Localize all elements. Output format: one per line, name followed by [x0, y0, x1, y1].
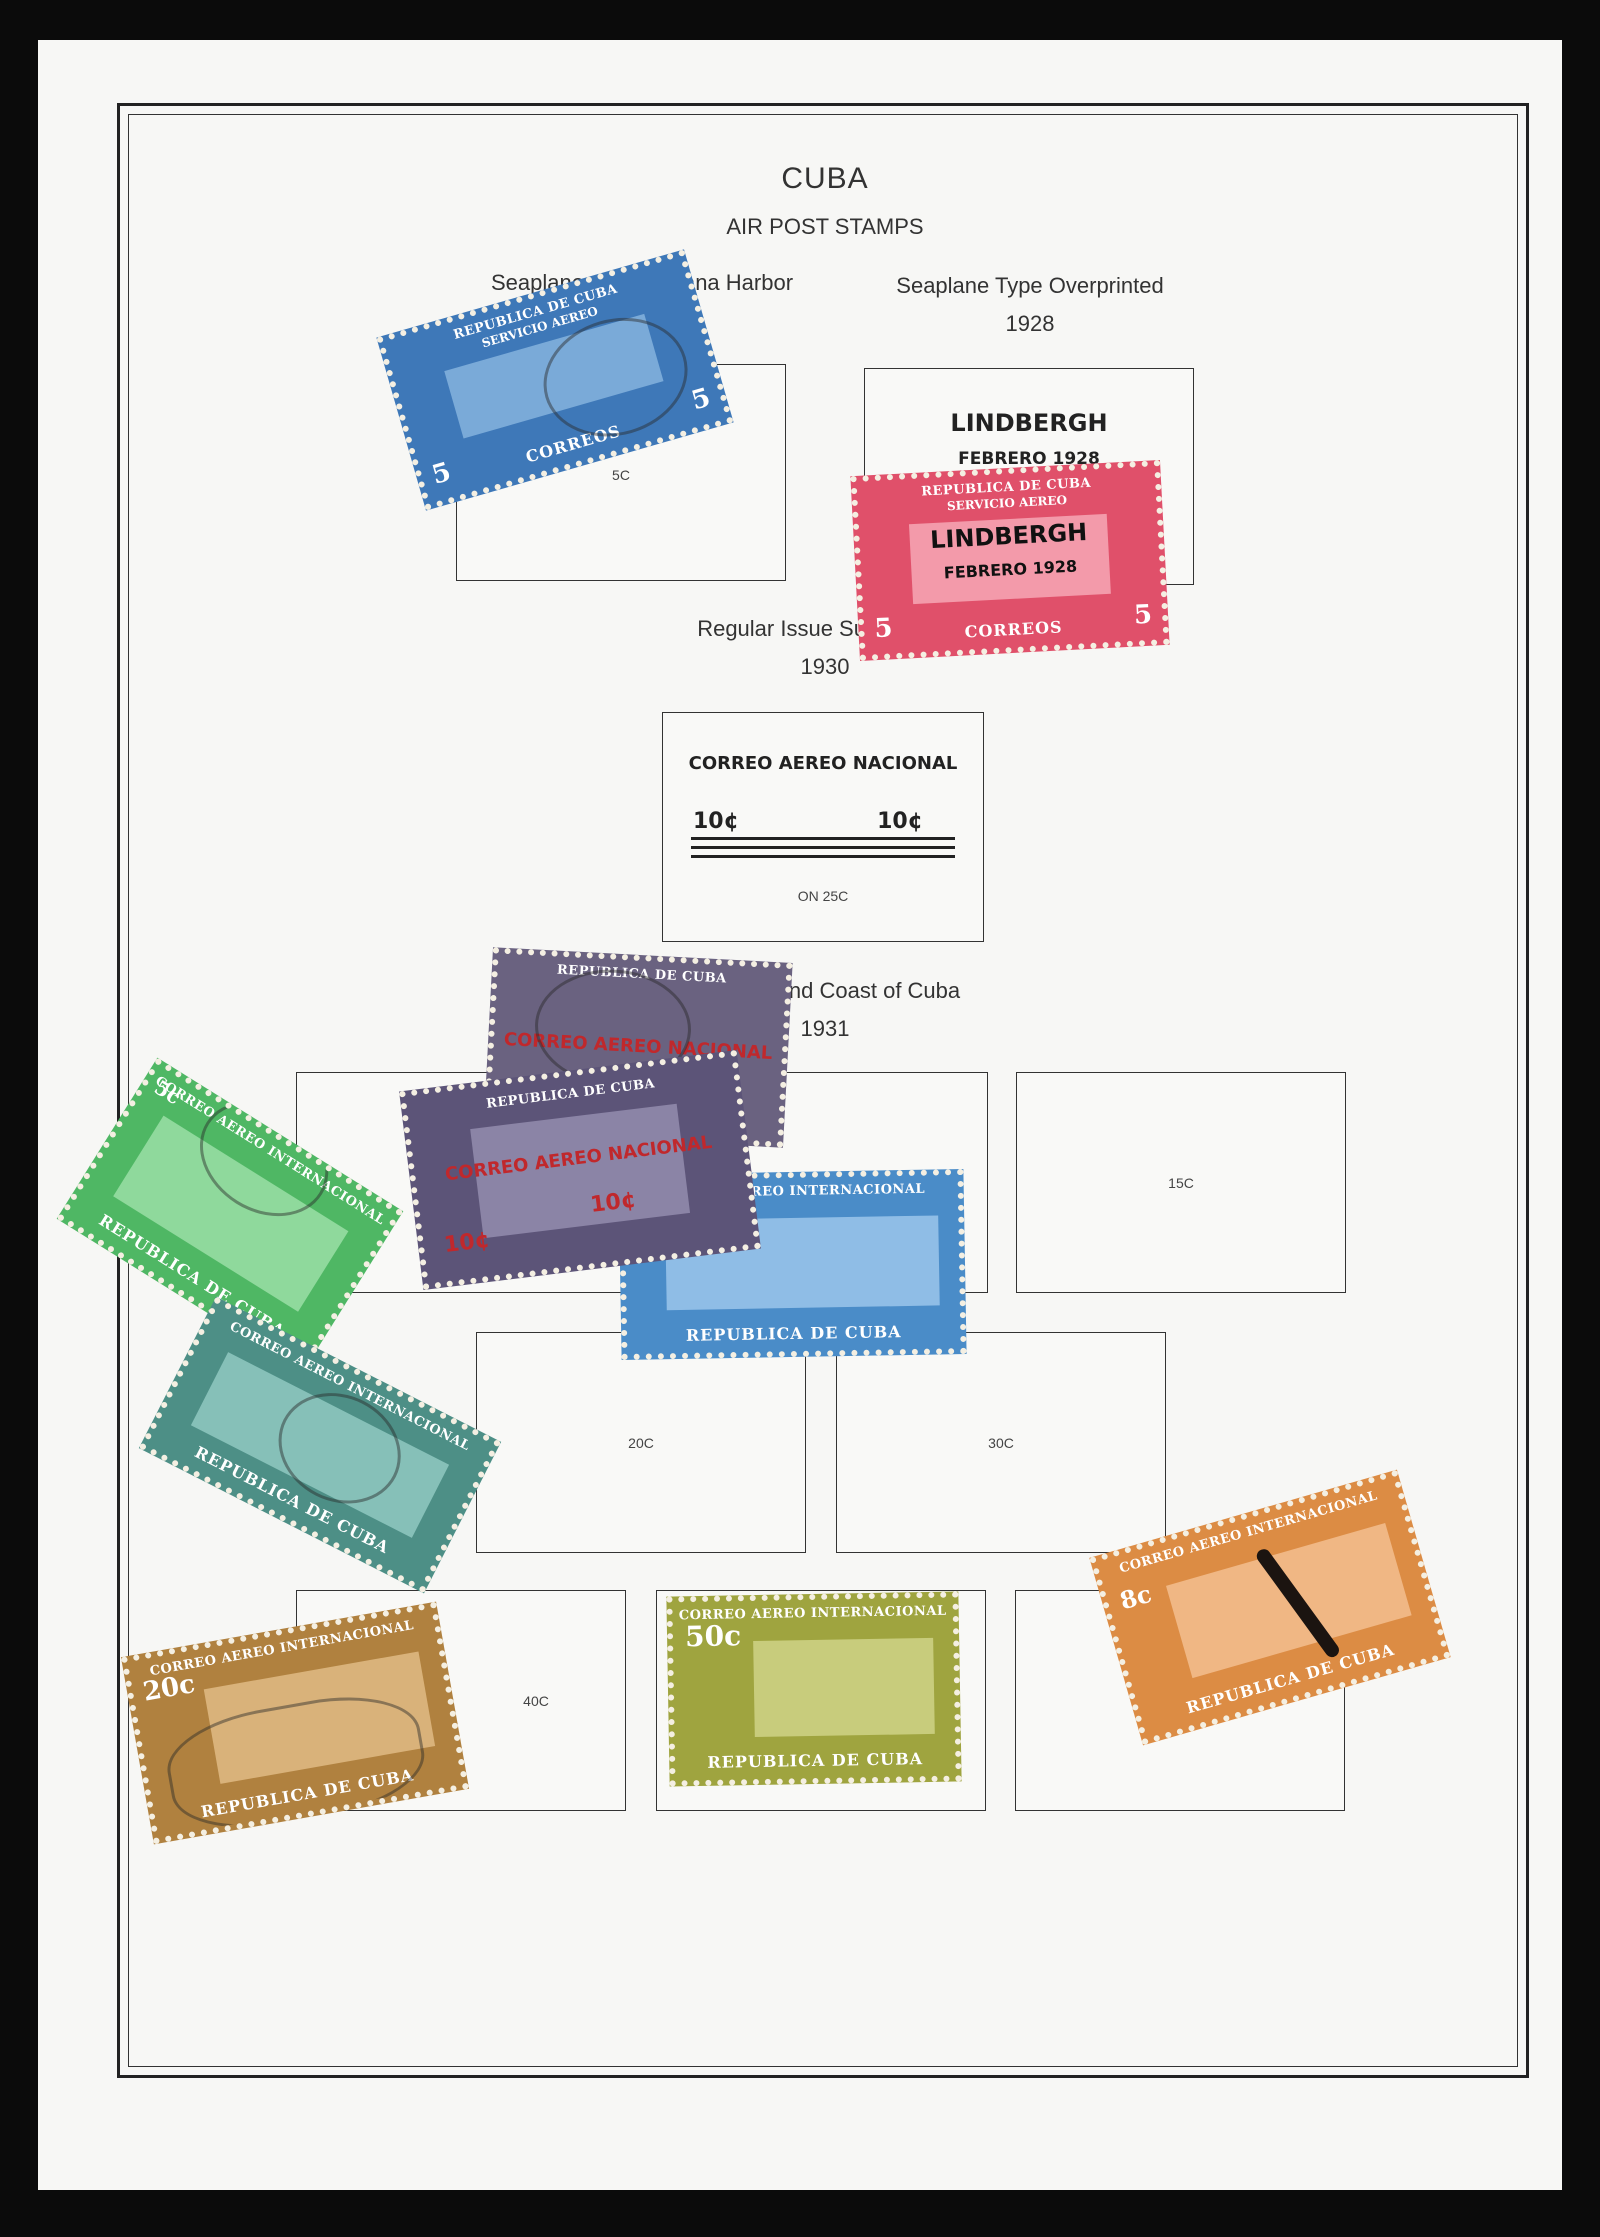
stamp-surcharge-value: 10¢ — [442, 1227, 492, 1259]
page-title: CUBA — [781, 162, 869, 195]
surcharge-left: 10¢ — [693, 809, 739, 834]
slot-value-label: ON 25C — [797, 888, 849, 904]
overprint-correo-aereo: CORREO AEREO NACIONAL — [688, 753, 958, 774]
stamp-denomination: 50c — [684, 1619, 742, 1654]
stamp-slot-surcharge: CORREO AEREO NACIONAL 10¢ 10¢ ON 25C — [662, 712, 984, 942]
slot-value-label: 15C — [1168, 1174, 1194, 1191]
stamp-airplane-olive[interactable]: CORREO AEREO INTERNACIONAL 50c REPUBLICA… — [666, 1591, 962, 1787]
slot-value-label: 5C — [612, 467, 630, 483]
slot-value-label: 20C — [628, 1434, 654, 1451]
surcharge-bar — [691, 846, 955, 849]
page-border-inner — [128, 114, 1518, 2067]
caption-seaplane-overprinted: Seaplane Type Overprinted — [896, 273, 1164, 298]
stamp-slot-15c: 15C — [1016, 1072, 1346, 1293]
stamp-vignette — [753, 1637, 935, 1738]
stamp-slot-20c: 20C — [476, 1332, 806, 1553]
stamp-surcharge-purple-2[interactable]: REPUBLICA DE CUBA CORREO AEREO NACIONAL … — [399, 1050, 761, 1290]
stamp-text: REPUBLICA DE CUBA — [707, 1749, 924, 1772]
page-border-outer — [117, 103, 1529, 2078]
page-subtitle: AIR POST STAMPS — [726, 214, 924, 239]
overprint-lindbergh: LINDBERGH — [950, 409, 1108, 437]
stamp-slot-30c: 30C — [836, 1332, 1166, 1553]
stamp-denomination: 8c — [1116, 1578, 1155, 1616]
caption-year-1931: 1931 — [800, 1016, 850, 1041]
surcharge-right: 10¢ — [877, 809, 923, 834]
slot-value-label: 40C — [523, 1692, 549, 1709]
surcharge-bar — [691, 837, 955, 840]
slot-value-label: 30C — [988, 1434, 1014, 1451]
stamp-text: CORREOS — [964, 617, 1064, 642]
stamp-lindbergh-red[interactable]: REPUBLICA DE CUBA SERVICIO AEREO LINDBER… — [850, 460, 1170, 661]
stamp-text: REPUBLICA DE CUBA — [685, 1322, 902, 1345]
caption-year-1928: 1928 — [1005, 311, 1055, 336]
surcharge-bar — [691, 855, 955, 858]
caption-year-1930: 1930 — [800, 654, 850, 679]
